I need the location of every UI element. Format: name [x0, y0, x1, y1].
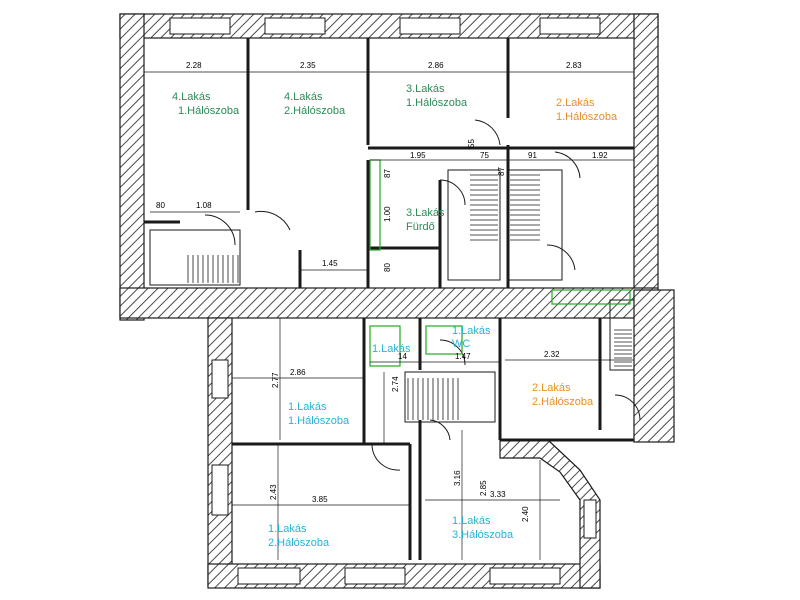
room-1-small-line1: 1.Lakás [372, 343, 411, 355]
dim-3-16: 3.16 [453, 470, 462, 486]
dim-1-45: 1.45 [322, 259, 338, 268]
room-2-1-line1: 2.Lakás [556, 97, 595, 109]
dimension-labels: 2.28 2.35 2.86 2.83 1.95 75 91 1.92 80 1… [156, 61, 608, 522]
doors [204, 119, 641, 471]
dim-1-92: 1.92 [592, 151, 608, 160]
windows-top [169, 17, 601, 35]
room-4-2-line2: 2.Hálószoba [284, 105, 346, 117]
room-4-1-line1: 4.Lakás [172, 91, 211, 103]
wall-right-lower [633, 289, 675, 443]
dim-75: 75 [480, 151, 489, 160]
dim-2-83: 2.83 [566, 61, 582, 70]
dim-2-28: 2.28 [186, 61, 202, 70]
stair-treads [187, 174, 632, 420]
interior-walls-lower [232, 318, 634, 560]
dim-2-86-mid: 2.86 [290, 368, 306, 377]
dim-87-right: 87 [497, 167, 506, 176]
dim-3-85: 3.85 [312, 495, 328, 504]
room-3-1-line1: 3.Lakás [406, 83, 445, 95]
room-2-1-line2: 1.Hálószoba [556, 111, 618, 123]
door-1-3 [429, 419, 451, 441]
door-4-2 [254, 210, 291, 231]
dim-2-43: 2.43 [269, 484, 278, 500]
door-3-bath [439, 179, 466, 206]
wall-left-lower [207, 317, 233, 587]
room-4-1-line2: 1.Hálószoba [178, 105, 240, 117]
dim-2-32: 2.32 [544, 350, 560, 359]
dim-91: 91 [528, 151, 537, 160]
room-3-bath-line2: Fürdő [406, 221, 435, 233]
wall-right-upper [633, 13, 659, 305]
dim-2-77: 2.77 [271, 372, 280, 388]
dim-1-00: 1.00 [383, 206, 392, 222]
dim-3-33: 3.33 [490, 490, 506, 499]
room-1-3-line2: 3.Hálószoba [452, 529, 514, 541]
dim-2-86-top: 2.86 [428, 61, 444, 70]
room-1-1-line1: 1.Lakás [288, 401, 327, 413]
room-3-1-line2: 1.Hálószoba [406, 97, 468, 109]
room-1-2-line1: 1.Lakás [268, 523, 307, 535]
room-1-wc-line1: 1.Lakás [452, 325, 491, 337]
dim-80-vert: 80 [383, 263, 392, 272]
wall-middle [119, 287, 659, 319]
door-3-1 [474, 119, 501, 146]
room-2-2-line1: 2.Lakás [532, 382, 571, 394]
room-1-3-line1: 1.Lakás [452, 515, 491, 527]
windows-bottom [237, 567, 561, 585]
dim-2-35: 2.35 [300, 61, 316, 70]
door-2-2 [614, 394, 641, 421]
door-stair-upper [546, 244, 576, 271]
dimension-lines [144, 71, 634, 560]
door-4-1 [204, 214, 236, 246]
dim-80-left: 80 [156, 201, 165, 210]
stairs [149, 169, 635, 423]
dim-2-40: 2.40 [521, 506, 530, 522]
room-1-wc-line2: WC [452, 338, 470, 350]
dim-55: 55 [467, 139, 476, 148]
room-labels: 4.Lakás 1.Hálószoba 4.Lakás 2.Hálószoba … [172, 83, 618, 549]
room-1-2-line2: 2.Hálószoba [268, 537, 330, 549]
door-1-1 [371, 443, 401, 471]
dim-2-85: 2.85 [479, 480, 488, 496]
door-2-1 [554, 151, 581, 179]
dim-14: 14 [398, 352, 407, 361]
dim-1-47: 1.47 [455, 352, 471, 361]
windows-side [211, 359, 597, 539]
room-4-2-line1: 4.Lakás [284, 91, 323, 103]
room-2-2-line2: 2.Hálószoba [532, 396, 594, 408]
room-3-bath-line1: 3.Lakás [406, 207, 445, 219]
dim-1-08: 1.08 [196, 201, 212, 210]
room-1-1-line2: 1.Hálószoba [288, 415, 350, 427]
door-1-wc [439, 339, 466, 366]
dim-1-95: 1.95 [410, 151, 426, 160]
dim-2-74: 2.74 [391, 376, 400, 392]
interior-walls-upper [144, 38, 634, 288]
wall-left-upper [119, 13, 145, 321]
wall-bay [499, 439, 601, 589]
dim-87-upper: 87 [383, 169, 392, 178]
